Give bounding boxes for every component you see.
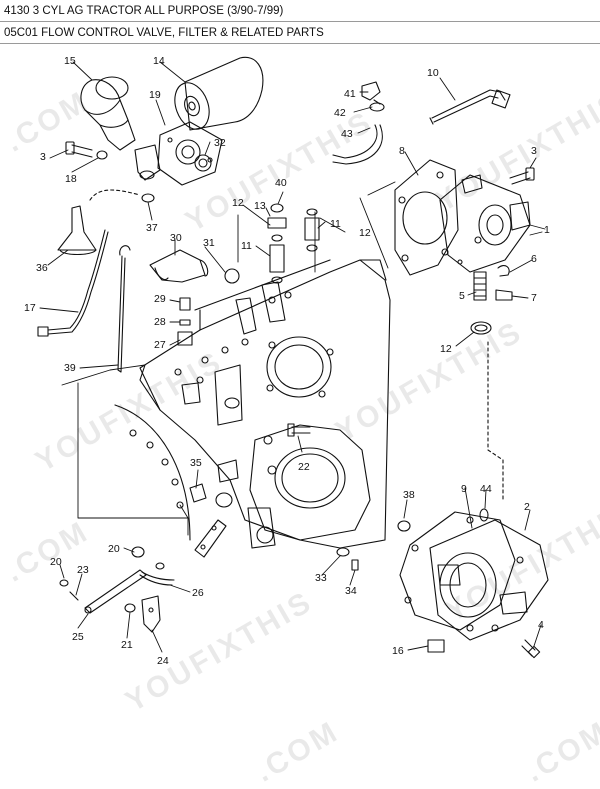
callout-28: 28: [154, 316, 166, 328]
callout-41: 41: [344, 88, 356, 100]
part-5-spring: [473, 271, 487, 301]
callout-40: 40: [275, 177, 287, 189]
part-16-plug: [427, 639, 445, 653]
link-bar: [194, 519, 227, 558]
part-35-fitting: [189, 459, 239, 508]
part-9-lower-gasket: [399, 511, 516, 632]
callout-5: 5: [459, 290, 465, 302]
part-7-clip: [495, 289, 513, 301]
part-33-34-fastener: [336, 547, 359, 571]
part-19-filter-head: [134, 121, 223, 186]
flywheel-housing-arc: [114, 404, 191, 541]
exploded-parts-diagram: 15 14 19 3 18 32 37 36 17 39 30 31 29 28…: [24, 55, 550, 667]
callout-44: 44: [480, 483, 492, 495]
callout-12-right: 12: [440, 343, 452, 355]
part-38-washer: [397, 520, 411, 532]
callout-42: 42: [334, 107, 346, 119]
part-31-ring: [224, 268, 240, 284]
part-14-filter-canister: [174, 56, 264, 131]
callout-34: 34: [345, 585, 357, 597]
callout-36: 36: [36, 262, 48, 274]
callout-3-left: 3: [40, 151, 46, 163]
callout-17: 17: [24, 302, 36, 314]
callout-4: 4: [538, 619, 544, 631]
part-1-pump-body: [439, 174, 531, 273]
callout-15: 15: [64, 55, 76, 67]
part-3-bolt-right: [509, 167, 535, 185]
callout-25: 25: [72, 631, 84, 643]
part-44-o-ring: [479, 508, 489, 522]
callout-14: 14: [153, 55, 165, 67]
part-2-lower-pump-body: [429, 519, 549, 641]
callout-11-right: 11: [330, 218, 341, 230]
callout-labels: 15 14 19 3 18 32 37 36 17 39 30 31 29 28…: [24, 55, 550, 667]
callout-11-left: 11: [241, 240, 252, 252]
part-21-bushing: [124, 603, 136, 613]
part-20-washers: [59, 546, 165, 587]
part-6-clip: [497, 265, 510, 277]
callout-12-mid: 12: [359, 227, 371, 239]
part-26-spring: [139, 571, 175, 586]
callout-26: 26: [192, 587, 204, 599]
part-22-bolt: [287, 423, 311, 437]
callout-9: 9: [461, 483, 467, 495]
callout-32: 32: [214, 137, 226, 149]
callout-18: 18: [65, 173, 77, 185]
callout-1: 1: [544, 224, 550, 236]
part-39-dipstick: [117, 245, 131, 373]
part-24-bracket: [141, 595, 161, 633]
callout-38: 38: [403, 489, 415, 501]
callout-27: 27: [154, 339, 166, 351]
part-32-o-ring: [194, 154, 212, 172]
part-29-28-27-fitting: [177, 297, 193, 346]
callout-37: 37: [146, 222, 158, 234]
callout-30: 30: [170, 232, 182, 244]
part-41-42-elbow: [361, 81, 385, 112]
callout-21: 21: [121, 639, 133, 651]
callout-35: 35: [190, 457, 202, 469]
callout-43: 43: [341, 128, 353, 140]
header-section-line: 05C01 FLOW CONTROL VALVE, FILTER & RELAT…: [0, 22, 600, 44]
callout-22: 22: [298, 461, 310, 473]
callout-6: 6: [531, 253, 537, 265]
part-17-tube: [37, 229, 109, 337]
callout-20-left: 20: [50, 556, 62, 568]
leader-lines: [39, 61, 546, 653]
callout-12-left: 12: [232, 197, 244, 209]
callout-39: 39: [64, 362, 76, 374]
part-10-tube: [429, 89, 511, 125]
callout-33: 33: [315, 572, 327, 584]
callout-19: 19: [149, 89, 161, 101]
part-8-gasket: [394, 159, 459, 276]
part-23-pin: [69, 591, 79, 601]
callout-3-right: 3: [531, 145, 537, 157]
engine-block: [139, 259, 391, 549]
part-30-hose: [149, 249, 209, 283]
callout-31: 31: [203, 237, 215, 249]
callout-20-top: 20: [108, 543, 120, 555]
callout-24: 24: [157, 655, 169, 667]
part-25-lever: [84, 569, 147, 614]
part-3-bolt-left: [65, 141, 108, 160]
callout-2: 2: [524, 501, 530, 513]
callout-13: 13: [254, 200, 266, 212]
callout-16: 16: [392, 645, 404, 657]
callout-8: 8: [399, 145, 405, 157]
part-40-13-11-left-stack: [267, 203, 287, 284]
callout-29: 29: [154, 293, 166, 305]
callout-7: 7: [531, 292, 537, 304]
header-model-line: 4130 3 CYL AG TRACTOR ALL PURPOSE (3/90-…: [0, 0, 600, 22]
part-12-o-ring-right: [470, 321, 492, 335]
callout-10: 10: [427, 67, 439, 79]
part-4-bolt: [521, 639, 541, 659]
part-11-12-right-stack: [304, 208, 320, 252]
part-36-dipstick-funnel: [57, 205, 97, 256]
part-15-elbow-hose: [80, 76, 136, 151]
part-37-washer: [141, 193, 155, 203]
callout-23: 23: [77, 564, 89, 576]
part-43-hose: [332, 124, 383, 165]
